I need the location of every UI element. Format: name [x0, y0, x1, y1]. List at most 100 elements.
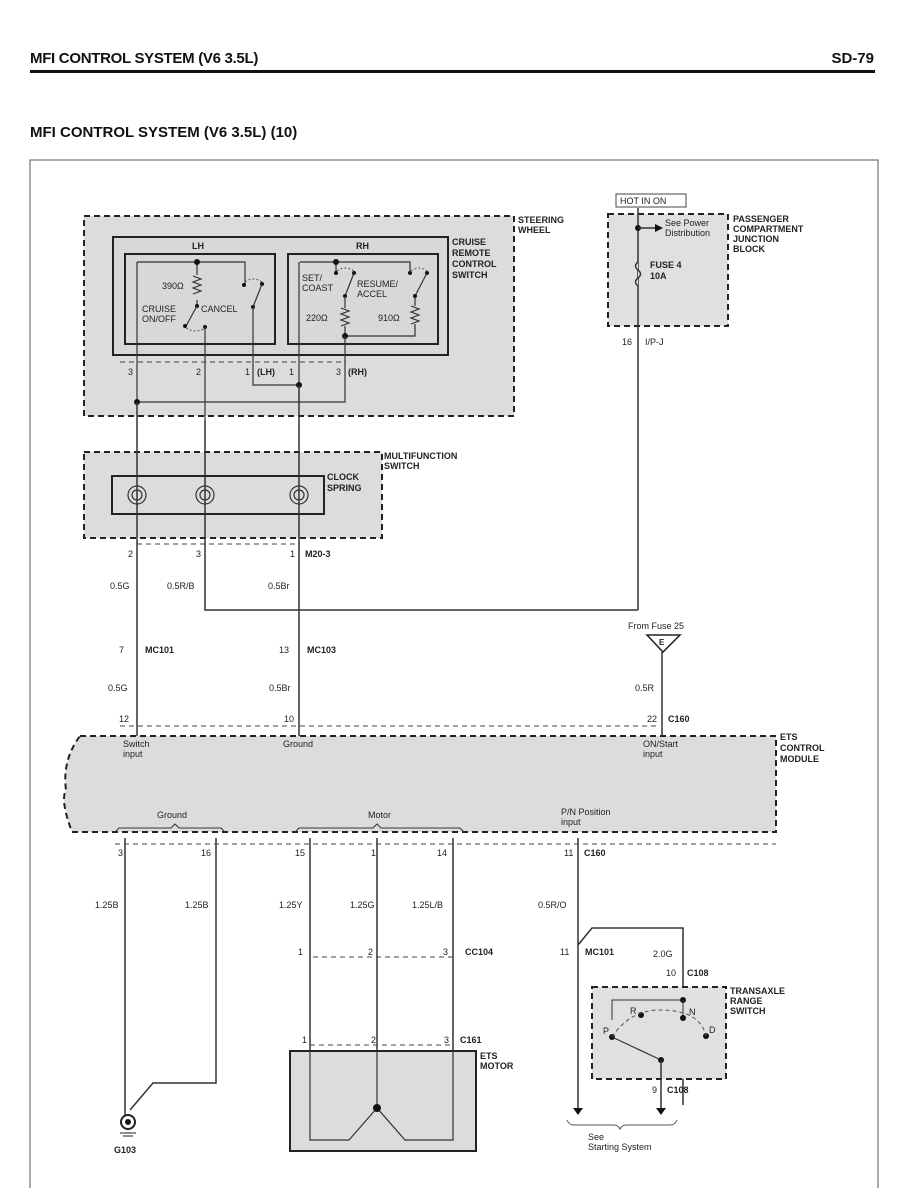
diagram-label: MOTOR: [480, 1061, 514, 1071]
arrow-right-icon: [655, 224, 663, 232]
diagram-line: [294, 823, 465, 833]
diagram-label: 10A: [650, 271, 667, 281]
diagram-label: MULTIFUNCTION: [384, 451, 457, 461]
diagram-label: RESUME/: [357, 279, 399, 289]
diagram-line: [112, 236, 449, 356]
resistor-910-label: 910Ω: [378, 313, 400, 323]
steering-wheel-block: STEERING WHEEL CRUISE REMOTE CONTROL SWI…: [83, 215, 564, 420]
diagram-label: RANGE: [730, 996, 763, 1006]
diagram-line: [611, 999, 683, 1020]
diagram-line: [607, 213, 729, 327]
diagram-label: See: [588, 1132, 604, 1142]
arrow-down-icon: [656, 1108, 666, 1115]
diagram-line: [63, 735, 777, 833]
diagram-label: Ground: [157, 810, 187, 820]
diagram-label: Motor: [368, 810, 391, 820]
diagram-line: [289, 1050, 477, 1152]
diagram-label: input: [123, 749, 143, 759]
diagram-line: [136, 262, 346, 420]
rh-switch-box: [287, 253, 439, 345]
diagram-label: P: [603, 1026, 609, 1036]
diagram-label: CONTROL: [780, 743, 825, 753]
diagram-line: [244, 278, 263, 283]
diagram-label: N: [689, 1007, 696, 1017]
lh-label: LH: [192, 241, 204, 251]
diagram-label: 14: [437, 848, 447, 858]
arrow-down-icon: [573, 1108, 583, 1115]
diagram-label: COMPARTMENT: [733, 224, 804, 234]
from-fuse-25-label: From Fuse 25: [628, 621, 684, 631]
diagram-label: 2: [371, 1035, 376, 1045]
diagram-line: [611, 1009, 707, 1038]
diagram-label: 0.5R: [635, 683, 655, 693]
diagram-label: (LH): [257, 367, 275, 377]
diagram-label: 2: [128, 549, 133, 559]
diagram-label: FUSE 4: [650, 260, 682, 270]
diagram-line: [185, 327, 206, 332]
diagram-label: Ground: [283, 739, 313, 749]
fuse-icon: [634, 261, 642, 287]
cc104-connector: CC104: [465, 947, 493, 957]
diagram-label: 1.25B: [95, 900, 119, 910]
diagram-line: [336, 267, 355, 272]
diagram-line: [333, 259, 339, 265]
diagram-label: 0.5R/O: [538, 900, 567, 910]
diagram-label: CONTROL: [452, 259, 497, 269]
diagram-label: 0.5G: [110, 581, 130, 591]
multifunction-switch: MULTIFUNCTION SWITCH CLOCK SPRING 2 3 1 …: [83, 451, 457, 559]
diagram-label: 10: [284, 714, 294, 724]
diagram-line: [309, 838, 454, 1050]
diagram-label: 1.25B: [185, 900, 209, 910]
steering-wheel-label: STEERING: [518, 215, 564, 225]
diagram-label: C108: [687, 968, 709, 978]
resistor-390-label: 390Ω: [162, 281, 184, 291]
hot-in-on-label: HOT IN ON: [620, 196, 666, 206]
diagram-label: R: [630, 1006, 637, 1016]
diagram-label: 13: [279, 645, 289, 655]
diagram-label: See Power: [665, 218, 709, 228]
diagram-label: 12: [119, 714, 129, 724]
diagram-label: SWITCH: [452, 270, 488, 280]
diagram-label: 3: [196, 549, 201, 559]
diagram-line: [680, 1015, 686, 1021]
diagram-label: PASSENGER: [733, 214, 789, 224]
diagram-line: [373, 1104, 381, 1112]
diagram-label: SET/: [302, 273, 323, 283]
resistor-390-icon: [191, 275, 203, 295]
diagram-label: 3: [128, 367, 133, 377]
diagram-label: 1.25L/B: [412, 900, 443, 910]
diagram-label: C160: [584, 848, 606, 858]
diagram-frame: [29, 159, 879, 1188]
steering-wheel-label-2: WHEEL: [518, 225, 551, 235]
diagram-label: ETS: [480, 1051, 498, 1061]
diagram-label: 2: [368, 947, 373, 957]
diagram-label: 0.5Br: [269, 683, 291, 693]
diagram-label: 22: [647, 714, 657, 724]
diagram-label: 3: [336, 367, 341, 377]
diagram-label: Switch: [123, 739, 150, 749]
resistor-220-icon: [339, 296, 421, 337]
diagram-label: I/P-J: [645, 337, 664, 347]
diagram-label: 1.25Y: [279, 900, 303, 910]
diagram-label: 16: [622, 337, 632, 347]
diagram-label: input: [643, 749, 663, 759]
diagram-label: 0.5R/B: [167, 581, 195, 591]
diagram-label: G103: [114, 1145, 136, 1155]
fuse-25-triangle-icon: [645, 634, 682, 654]
diagram-label: ETS: [780, 732, 798, 742]
diagram-line: [591, 986, 727, 1080]
diagram-label: 1: [290, 549, 295, 559]
diagram-label: BLOCK: [733, 244, 765, 254]
diagram-label: COAST: [302, 283, 334, 293]
transaxle-range-switch: TRANSAXLE RANGE SWITCH P R N D: [591, 986, 785, 1080]
diagram-line: [615, 193, 687, 208]
diagram-label: MODULE: [780, 754, 819, 764]
diagram-label: 0.5Br: [268, 581, 290, 591]
page-number: SD-79: [831, 50, 874, 67]
lh-switch-box: [124, 253, 276, 345]
diagram-label: 9: [652, 1085, 657, 1095]
diagram-line: [111, 475, 325, 515]
diagram-line: [204, 420, 638, 611]
diagram-label: SWITCH: [730, 1006, 766, 1016]
diagram-line: [611, 1036, 662, 1061]
